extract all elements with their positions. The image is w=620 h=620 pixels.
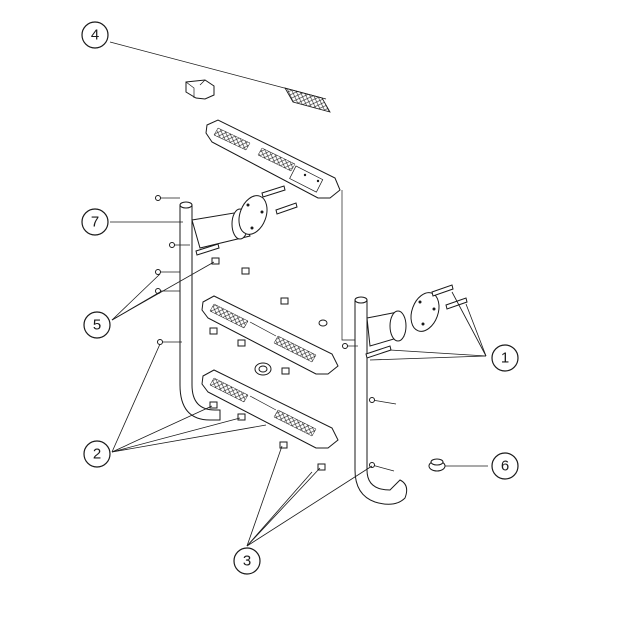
anchor-screws	[195, 185, 468, 359]
callout-4: 4	[81, 21, 109, 49]
callout-5-label: 5	[93, 317, 101, 334]
callout-2-label: 2	[93, 446, 101, 463]
callout-3: 3	[233, 547, 261, 575]
handrail-left	[179, 201, 221, 421]
callout-4-label: 4	[91, 27, 99, 44]
callout-7-label: 7	[91, 214, 99, 231]
callout-1: 1	[491, 344, 519, 372]
step-bottom	[201, 369, 339, 449]
grommet	[254, 362, 272, 376]
handrail-right	[341, 190, 408, 505]
nuts	[209, 257, 328, 471]
flange-anchor-right	[366, 292, 440, 347]
step-middle	[201, 295, 339, 375]
callout-5: 5	[83, 311, 111, 339]
callout-1-label: 1	[501, 350, 509, 367]
flange-anchor-left	[191, 195, 268, 249]
tread-pad	[284, 87, 331, 113]
top-clip	[185, 79, 215, 100]
callout-6: 6	[491, 452, 519, 480]
callout-2: 2	[83, 440, 111, 468]
leader-lines	[109, 41, 488, 547]
callout-6-label: 6	[501, 458, 509, 475]
end-cap	[428, 458, 446, 472]
callout-7: 7	[81, 208, 109, 236]
callout-3-label: 3	[243, 553, 251, 570]
step-top	[205, 119, 341, 199]
